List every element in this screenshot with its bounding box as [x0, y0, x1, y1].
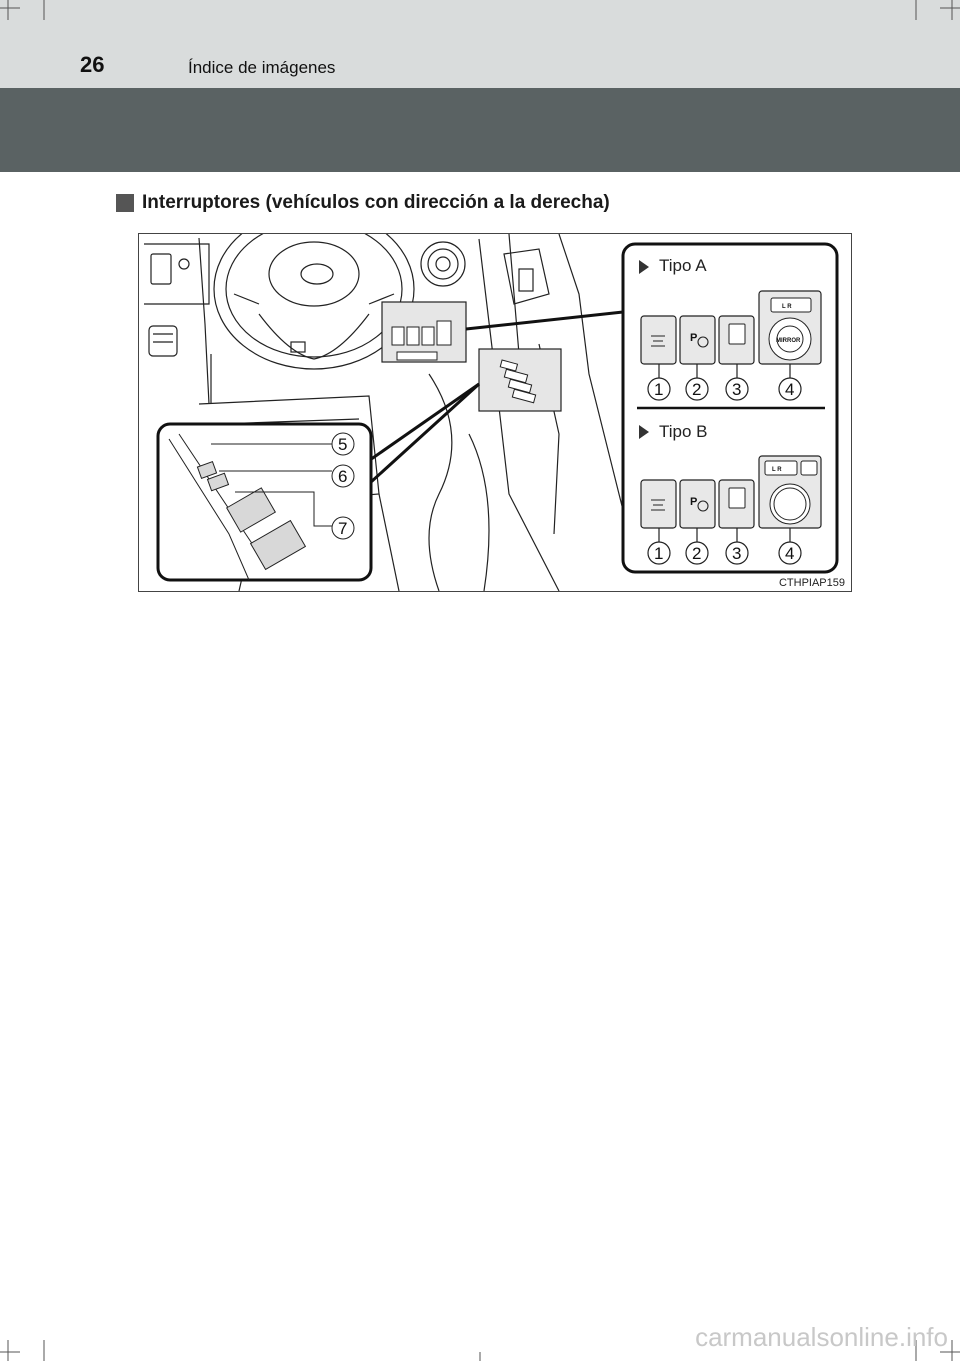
door-callout-5: 5	[338, 435, 347, 454]
section-title: Interruptores (vehículos con dirección a…	[142, 192, 610, 213]
dashboard-drawing: L R MIRROR P 1 2 3 4	[144, 234, 839, 591]
tipo-a-lr-label: L R	[782, 304, 792, 310]
tipo-b-callout-3: 3	[732, 544, 741, 563]
tipo-a-callout-4: 4	[785, 380, 794, 399]
door-callout-7: 7	[338, 519, 347, 538]
svg-text:P: P	[690, 332, 697, 344]
tipo-b-label: Tipo B	[659, 422, 708, 441]
tipo-b-lr-label: L R	[772, 467, 782, 473]
tipo-a-callout-3: 3	[732, 380, 741, 399]
section-marker-icon	[116, 194, 134, 212]
tipo-a-label: Tipo A	[659, 256, 707, 275]
header-top-strip	[0, 0, 960, 88]
tipo-a-callout-2: 2	[692, 380, 701, 399]
section-heading: Interruptores (vehículos con dirección a…	[116, 190, 610, 216]
page-number: 26	[80, 52, 105, 77]
tipo-b-callout-2: 2	[692, 544, 701, 563]
figure-code: CTHPIAP159	[778, 577, 845, 589]
tipo-a-arrow-icon	[639, 260, 649, 274]
door-callout-6: 6	[338, 467, 347, 486]
watermark: carmanualsonline.info	[695, 1322, 948, 1352]
svg-text:P: P	[690, 496, 697, 508]
mirror-label: MIRROR	[776, 338, 801, 344]
chapter-title: Índice de imágenes	[188, 58, 336, 77]
tipo-b-callout-4: 4	[785, 544, 794, 563]
headlight-leveling-icon	[651, 335, 665, 347]
tipo-a-callout-1: 1	[654, 380, 663, 399]
tipo-b-arrow-icon	[639, 425, 649, 439]
parking-brake-icon	[697, 336, 709, 348]
tipo-b-callout-1: 1	[654, 544, 663, 563]
switches-illustration: L R MIRROR P 1 2 3 4	[138, 233, 852, 592]
